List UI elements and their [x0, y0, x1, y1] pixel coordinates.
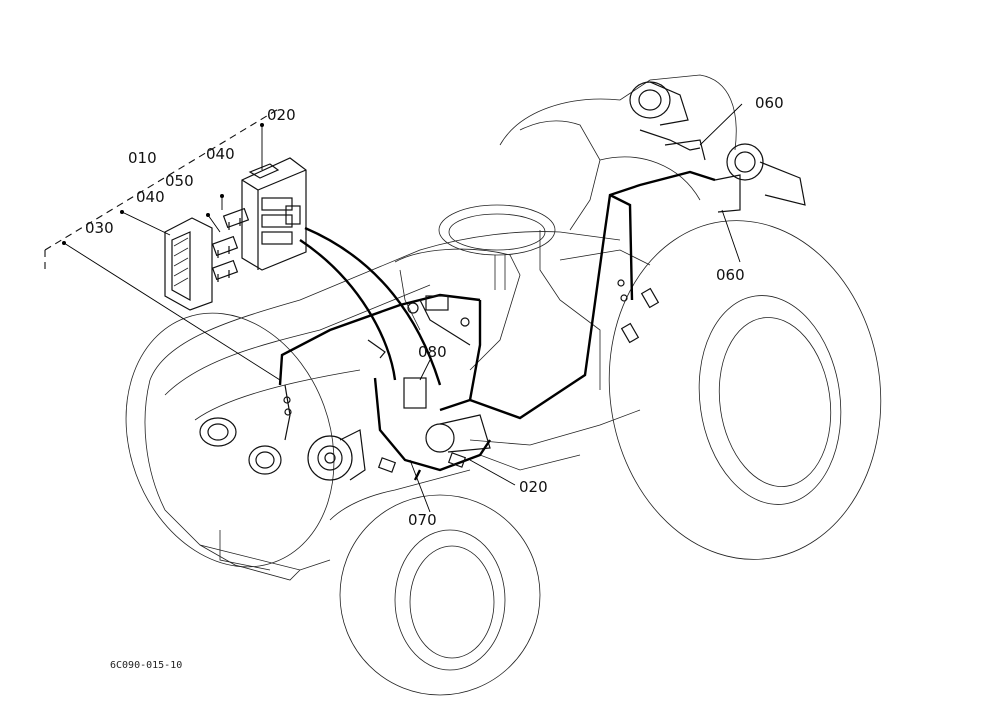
label-010: 010: [128, 149, 157, 167]
fuse-box-assembly: [44, 107, 307, 311]
label-040-mid: 040: [136, 188, 165, 206]
front-right-wheel: [339, 494, 541, 696]
headlight-right: [248, 445, 282, 475]
rear-lamp-right: [714, 143, 806, 213]
fuse-box-cover: [164, 217, 213, 311]
headlight-left: [199, 417, 237, 447]
steering-wheel: [438, 204, 556, 290]
fuse-box: [241, 157, 307, 271]
front-left-wheel: [125, 312, 335, 568]
label-020-top: 020: [267, 106, 296, 124]
label-050: 050: [165, 172, 194, 190]
tractor-outline: [144, 74, 737, 581]
leader-lines: [63, 103, 743, 513]
starter-motor: [425, 414, 491, 453]
alternator: [307, 429, 366, 481]
fuse-040-top: [222, 207, 250, 230]
fuse-040-bottom: [211, 259, 239, 282]
label-080: 080: [418, 343, 447, 361]
label-030: 030: [85, 219, 114, 237]
label-020-bottom: 020: [519, 478, 548, 496]
rear-right-wheel: [608, 220, 882, 560]
rear-lamp-top: [629, 81, 701, 151]
part-labels: 020 010 040 050 040 030 060 060 080 020 …: [85, 94, 784, 671]
label-070: 070: [408, 511, 437, 529]
fuse-050: [211, 235, 239, 258]
label-060-bottom: 060: [716, 266, 745, 284]
drawing-code: 6C090-015-10: [110, 660, 182, 671]
label-060-top: 060: [755, 94, 784, 112]
label-040-top: 040: [206, 145, 235, 163]
main-harness: [278, 139, 716, 481]
